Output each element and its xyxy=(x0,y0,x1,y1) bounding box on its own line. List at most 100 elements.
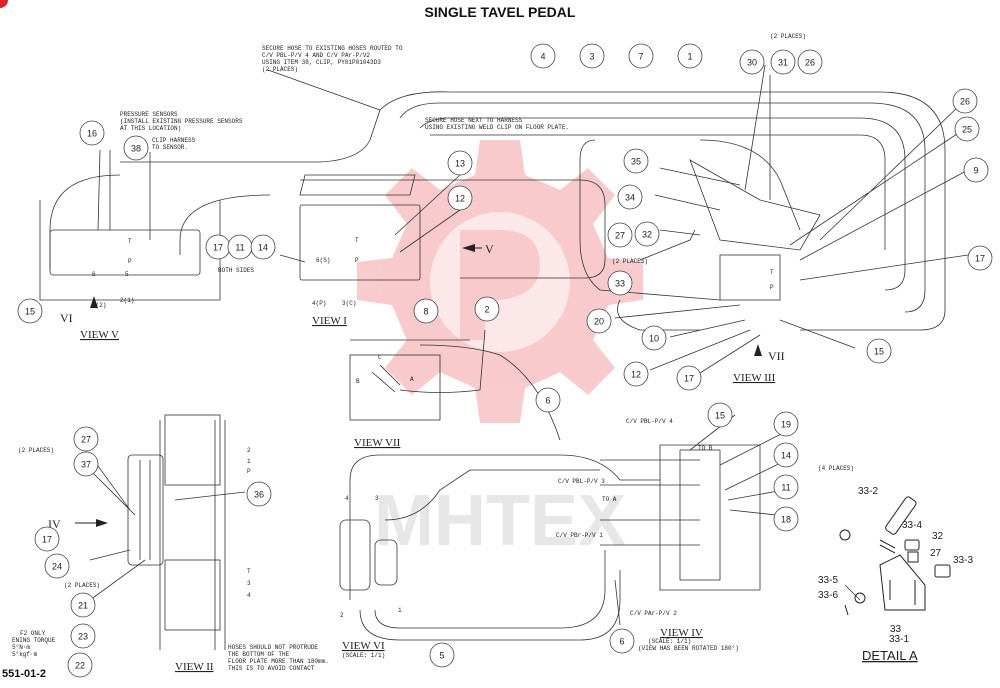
balloon-number: 19 xyxy=(781,420,791,430)
balloon-callout-26: 26 xyxy=(797,49,823,75)
balloon-callout-2: 2 xyxy=(474,296,500,322)
note-two-places-middle: (2 PLACES) xyxy=(612,258,648,265)
balloon-callout-12: 12 xyxy=(447,185,473,211)
note-torque-line-2: ENING TORQUE xyxy=(12,637,56,644)
balloon-callout-27: 27 xyxy=(73,426,99,452)
balloon-number: 27 xyxy=(81,435,91,445)
label-6s: 6(S) xyxy=(316,257,330,264)
balloon-number: 34 xyxy=(625,193,635,203)
balloon-number: 26 xyxy=(960,97,970,107)
note-pressure-sensors-line-3: AT THIS LOCATION) xyxy=(120,125,181,132)
balloon-callout-13: 13 xyxy=(447,150,473,176)
balloon-callout-5: 5 xyxy=(429,642,455,668)
view-vi-scale: (SCALE: 1/1) xyxy=(342,652,385,659)
label-T-view-iii: T xyxy=(770,269,774,276)
view-iv-label: VIEW IV xyxy=(660,627,703,639)
note-hoses-protrude-line-3: FLOOR PLATE MORE THAN 180mm. xyxy=(228,658,329,665)
balloon-number: 36 xyxy=(254,490,264,500)
label-4p: 4(P) xyxy=(312,300,326,307)
note-torque-line-1: F2 ONLY xyxy=(20,630,46,637)
balloon-callout-17: 17 xyxy=(34,526,60,552)
balloon-number: 18 xyxy=(781,515,791,525)
balloon-number: 12 xyxy=(455,194,465,204)
balloon-number: 8 xyxy=(423,307,428,317)
balloon-number: 12 xyxy=(631,370,641,380)
detail-part-label-33-4: 33-4 xyxy=(902,520,922,531)
view-iv-scale: (SCALE: 1/1) xyxy=(648,638,691,645)
balloon-number: 22 xyxy=(75,661,85,671)
balloon-number: 17 xyxy=(975,254,985,264)
balloon-callout-33: 33 xyxy=(607,270,633,296)
balloon-callout-27: 27 xyxy=(607,222,633,248)
detail-part-label-33-3: 33-3 xyxy=(953,555,973,566)
balloon-number: 2 xyxy=(484,305,489,315)
balloon-callout-3: 3 xyxy=(579,43,605,69)
balloon-callout-37: 37 xyxy=(73,451,99,477)
note-hoses-protrude-line-1: HOSES SHOULD NOT PROTRUDE xyxy=(228,644,318,651)
view-vii-label: VIEW VII xyxy=(354,437,401,449)
view-v-label: VIEW V xyxy=(80,329,119,341)
label-3c: 3(C) xyxy=(342,300,356,307)
balloon-callout-18: 18 xyxy=(773,506,799,532)
port-label-cv-pbr-1: C/V PBr-P/V 1 xyxy=(556,532,603,539)
label-4-view-ii: 4 xyxy=(247,592,251,599)
balloon-callout-10: 10 xyxy=(641,325,667,351)
balloon-callout-20: 20 xyxy=(586,308,612,334)
note-hoses-protrude-line-4: THIS IS TO AVOID CONTACT xyxy=(228,665,315,672)
balloon-number: 11 xyxy=(235,243,244,253)
balloon-number: 5 xyxy=(439,651,444,661)
label-P-view-iii: P xyxy=(770,284,774,291)
balloon-callout-15: 15 xyxy=(866,338,892,364)
detail-part-label-33-6: 33-6 xyxy=(818,590,838,601)
balloon-number: 14 xyxy=(258,243,268,253)
balloon-number: 31 xyxy=(778,58,788,68)
balloon-callout-8: 8 xyxy=(413,298,439,324)
balloon-callout-6: 6 xyxy=(535,387,561,413)
label-B: B xyxy=(356,378,360,385)
page-number: 551-01-2 xyxy=(2,668,47,680)
view-ii-label: VIEW II xyxy=(175,661,214,673)
balloon-callout-25: 25 xyxy=(954,116,980,142)
balloon-number: 26 xyxy=(805,58,815,68)
view-v-arrow xyxy=(462,244,475,252)
label-2-1: 2(1) xyxy=(120,297,134,304)
note-four-places: (4 PLACES) xyxy=(818,465,854,472)
balloon-number: 27 xyxy=(615,231,625,241)
detail-part-label-33: 33 xyxy=(890,624,902,635)
port-label-to-b: TO B xyxy=(698,445,713,452)
label-3-view-vi: 3 xyxy=(375,495,379,502)
label-1-view-ii: 1 xyxy=(247,458,251,465)
port-label-cv-pbl-3: C/V PBL-P/V 3 xyxy=(558,478,605,485)
note-clip-harness-line-2: TO SENSOR. xyxy=(152,144,188,151)
balloon-callout-15: 15 xyxy=(707,402,733,428)
watermark-logo xyxy=(357,140,643,423)
balloon-number: 24 xyxy=(52,562,62,572)
page-title: SINGLE TAVEL PEDAL xyxy=(424,4,576,20)
label-T-view-ii: T xyxy=(247,568,251,575)
balloon-callout-9: 9 xyxy=(963,157,989,183)
balloon-callout-31: 31 xyxy=(770,49,796,75)
balloon-number: 10 xyxy=(649,334,659,344)
balloon-number: 15 xyxy=(25,307,35,317)
label-A: A xyxy=(410,376,414,383)
balloon-callout-34: 34 xyxy=(617,184,643,210)
balloon-number: 35 xyxy=(631,157,641,167)
note-torque-line-3: 5°N·m xyxy=(12,644,30,651)
label-T-view-i: T xyxy=(355,237,359,244)
detail-part-label-33-5: 33-5 xyxy=(818,575,838,586)
note-secure-hose-line-1: SECURE HOSE TO EXISTING HOSES ROUTED TO xyxy=(262,45,403,52)
balloon-number: 23 xyxy=(78,632,88,642)
view-vii-arrow xyxy=(754,344,762,356)
view-i-label: VIEW I xyxy=(312,315,347,327)
note-pressure-sensors-line-2: (INSTALL EXISTING PRESSURE SENSORS xyxy=(120,118,243,125)
balloon-number: 37 xyxy=(81,460,91,470)
label-P-view-i: P xyxy=(355,257,359,264)
note-two-places-bottom: (2 PLACES) xyxy=(64,582,100,589)
label-4-2: 4(2) xyxy=(92,302,106,309)
note-pressure-sensors-line-1: PRESSURE SENSORS xyxy=(120,111,178,118)
balloon-callout-26: 26 xyxy=(952,88,978,114)
balloon-callout-24: 24 xyxy=(44,553,70,579)
balloon-number: 3 xyxy=(589,52,594,62)
view-v-arrow-label: V xyxy=(485,242,494,256)
balloon-number: 6 xyxy=(619,637,624,647)
